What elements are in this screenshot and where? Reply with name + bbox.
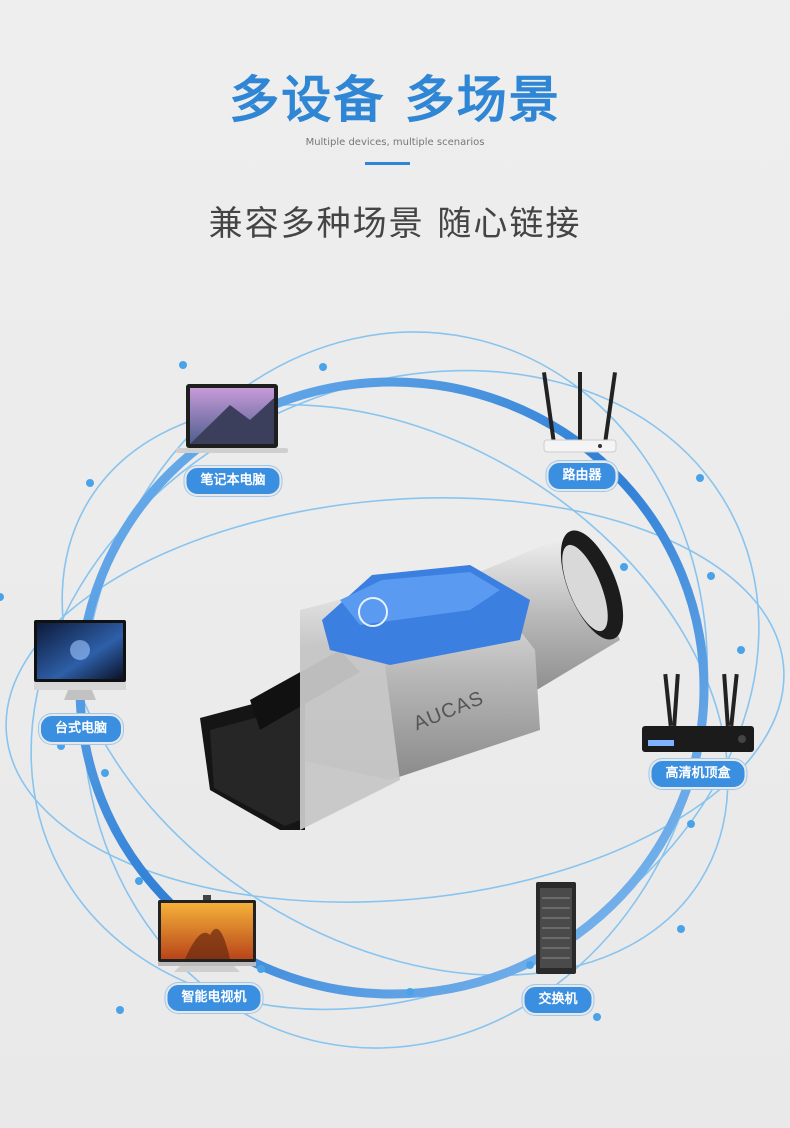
label-switch: 交换机 [522,985,594,1015]
slogan: 兼容多种场景 随心链接 [208,204,582,244]
desktop-icon [34,620,126,700]
label-smart-tv: 智能电视机 [165,983,263,1013]
label-set-top-box: 高清机顶盒 [649,759,747,789]
laptop-icon [176,384,288,453]
title-divider [365,162,410,165]
switch-rack-icon [536,882,576,974]
orbit-dots [0,361,745,1021]
set-top-box-icon [642,673,754,752]
page-subtitle: Multiple devices, multiple scenarios [305,137,485,148]
smart-tv-icon [158,895,256,972]
router-icon [542,372,617,453]
label-laptop: 笔记本电脑 [184,466,282,496]
label-desktop: 台式电脑 [38,714,124,744]
rj45-connector [200,530,624,830]
page-title: 多设备 多场景 [229,71,561,129]
label-router: 路由器 [546,461,618,491]
